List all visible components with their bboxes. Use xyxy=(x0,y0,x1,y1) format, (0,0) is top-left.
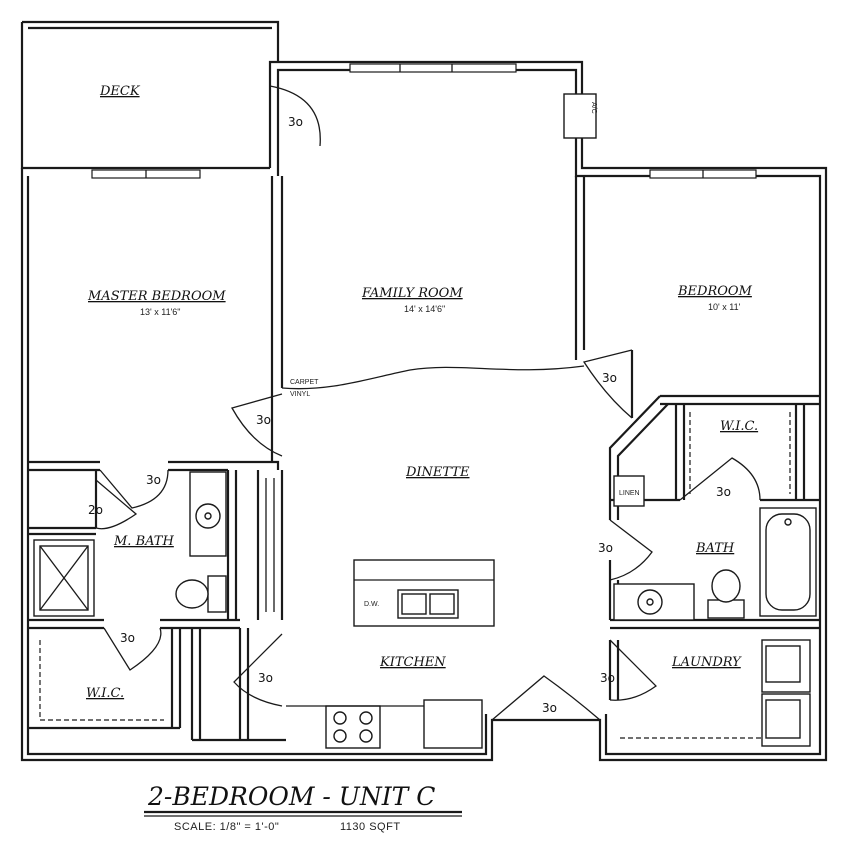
plan-title: 2-BEDROOM - UNIT C xyxy=(147,782,435,811)
closet-shelving xyxy=(39,412,810,739)
windows xyxy=(91,63,757,179)
dims-bedroom: 10' x 11' xyxy=(708,302,741,312)
door-codes: 3o 3o 3o 2o 3o 3o 3o 3o 3o 3o 3o xyxy=(88,115,731,715)
label-bath: BATH xyxy=(695,541,735,556)
interior-walls xyxy=(28,176,820,742)
label-laundry: LAUNDRY xyxy=(671,655,742,670)
door-code-deck: 3o xyxy=(288,115,303,129)
exterior-walls xyxy=(20,20,828,762)
door-code-bedroom: 3o xyxy=(602,371,617,385)
label-master-bedroom: MASTER BEDROOM xyxy=(87,289,226,304)
door-code-master-bath: 3o xyxy=(146,473,161,487)
doors xyxy=(95,85,761,721)
label-carpet: CARPET xyxy=(290,379,319,386)
label-bedroom: BEDROOM xyxy=(677,284,753,299)
fixtures: D.W. LINEN xyxy=(33,471,817,749)
door-code-master-bath-closet: 2o xyxy=(88,503,103,517)
label-wic-right: W.I.C. xyxy=(720,419,758,434)
label-master-bath: M. BATH xyxy=(113,534,174,549)
dishwasher-label: D.W. xyxy=(364,601,379,608)
dims-family-room: 14' x 14'6" xyxy=(404,304,445,314)
door-code-bath: 3o xyxy=(716,485,731,499)
title-block: 2-BEDROOM - UNIT C SCALE: 1/8" = 1'-0" 1… xyxy=(144,782,462,833)
linen-label: LINEN xyxy=(619,490,640,497)
room-labels: DECK MASTER BEDROOM 13' x 11'6" FAMILY R… xyxy=(86,84,758,701)
door-code-kitchen-closet: 3o xyxy=(258,671,273,685)
door-code-master-wic: 3o xyxy=(120,631,135,645)
label-family-room: FAMILY ROOM xyxy=(361,286,463,301)
plan-scale: SCALE: 1/8" = 1'-0" xyxy=(174,821,279,833)
door-code-entry: 3o xyxy=(542,701,557,715)
label-wic-left: W.I.C. xyxy=(86,686,124,701)
label-deck: DECK xyxy=(99,84,141,99)
label-dinette: DINETTE xyxy=(405,465,470,480)
door-code-bath-hall: 3o xyxy=(598,541,613,555)
dims-master-bedroom: 13' x 11'6" xyxy=(140,307,181,317)
ac-unit: A/C xyxy=(563,93,597,139)
label-vinyl: VINYL xyxy=(290,391,310,398)
door-code-laundry: 3o xyxy=(600,671,615,685)
door-code-master-bed: 3o xyxy=(256,413,271,427)
label-kitchen: KITCHEN xyxy=(379,655,446,670)
plan-area: 1130 SQFT xyxy=(340,821,401,833)
ac-label: A/C xyxy=(590,102,597,114)
flooring-transition-line xyxy=(281,365,585,390)
